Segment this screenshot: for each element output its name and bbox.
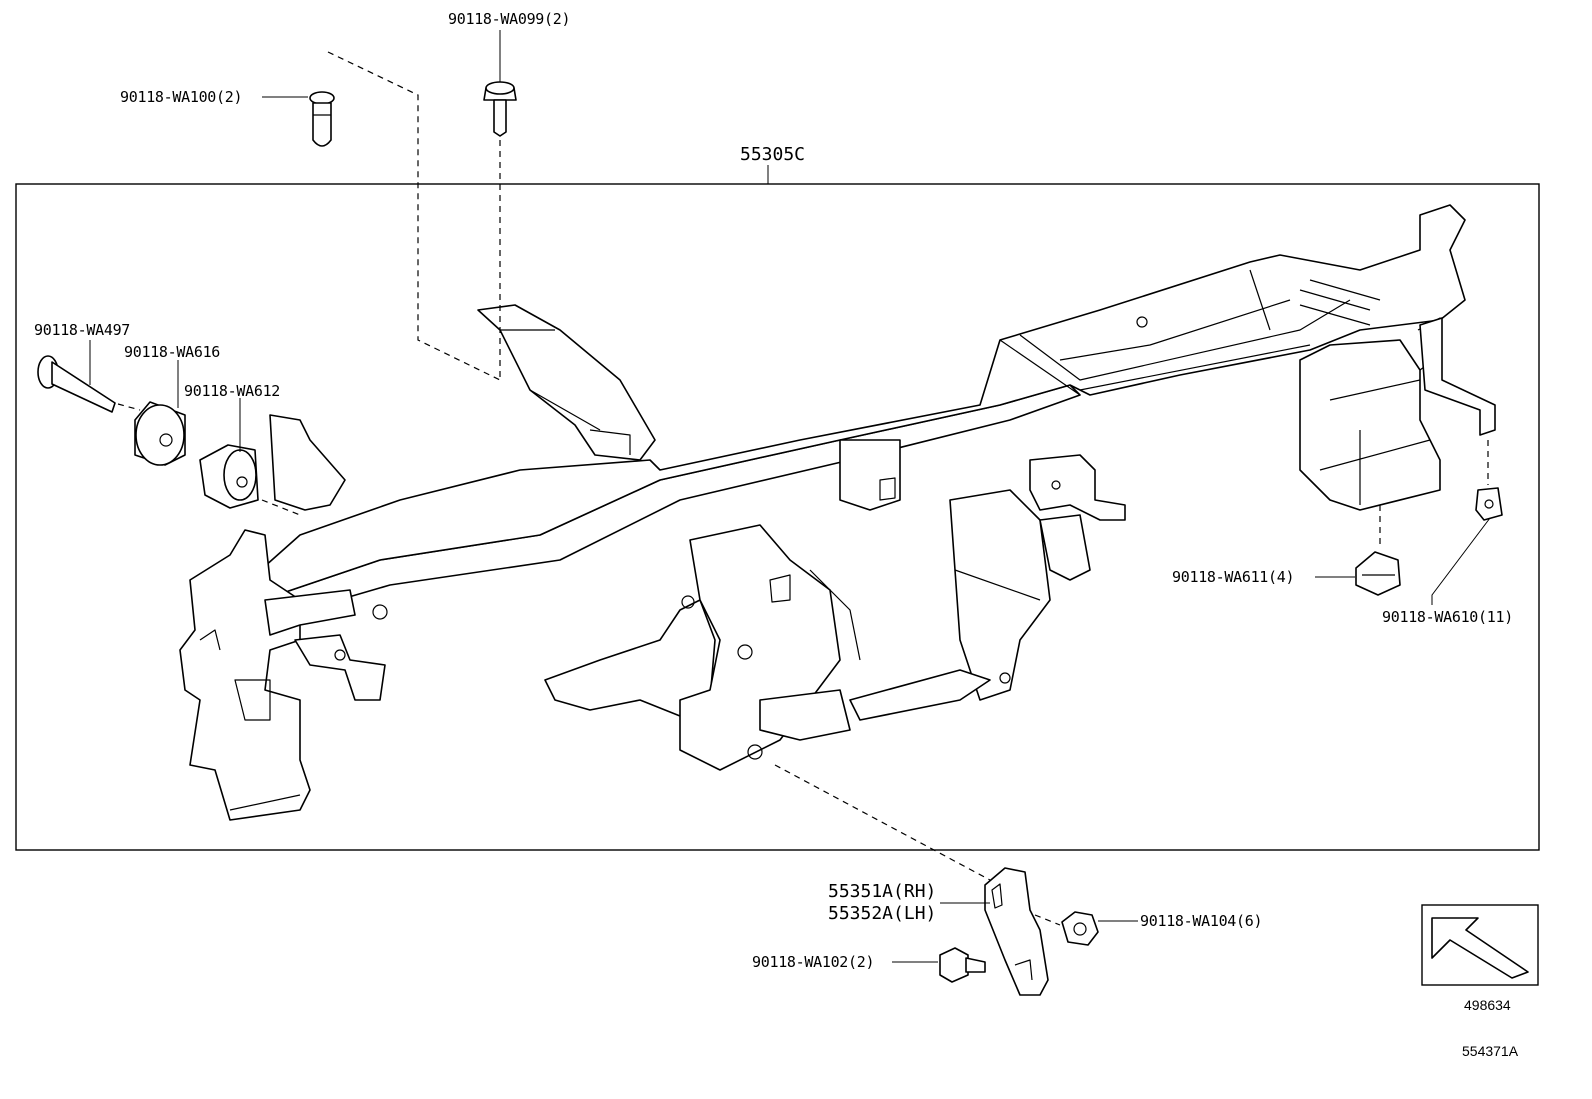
dashed-assembly-lines	[117, 51, 1489, 926]
nut-wa104[interactable]	[1061, 911, 1099, 946]
front-indicator	[1421, 904, 1539, 986]
bolt-wa497[interactable]	[37, 355, 116, 413]
label-wa104[interactable]: 90118-WA104(6)	[1140, 912, 1263, 930]
label-wa497[interactable]: 90118-WA497	[34, 321, 130, 339]
front-arrow-icon	[1431, 917, 1529, 979]
label-wa100[interactable]: 90118-WA100(2)	[120, 88, 243, 106]
label-wa612[interactable]: 90118-WA612	[184, 382, 280, 400]
drawing-number: 554371A	[1462, 1043, 1519, 1059]
cross-car-beam[interactable]	[179, 204, 1496, 821]
bushing-wa612[interactable]	[199, 444, 259, 509]
label-wa616[interactable]: 90118-WA616	[124, 343, 221, 361]
front-indicator-code: 498634	[1464, 997, 1511, 1013]
label-55305c[interactable]: 55305C	[740, 144, 805, 165]
clip-wa610[interactable]	[1475, 487, 1503, 521]
clip-nut-wa611[interactable]	[1355, 551, 1401, 596]
bolt-wa099[interactable]	[483, 81, 517, 137]
cushion-wa616[interactable]	[134, 401, 186, 466]
label-wa611[interactable]: 90118-WA611(4)	[1172, 568, 1295, 586]
label-wa099[interactable]: 90118-WA099(2)	[448, 10, 571, 28]
bracket-55351a-55352a[interactable]	[984, 867, 1049, 996]
label-wa610[interactable]: 90118-WA610(11)	[1382, 608, 1513, 626]
leader-wa610	[1431, 517, 1491, 605]
label-55352a[interactable]: 55352A(LH)	[828, 903, 936, 924]
label-55351a[interactable]: 55351A(RH)	[828, 881, 936, 902]
assembly-frame	[15, 183, 1540, 851]
clip-wa100[interactable]	[309, 91, 335, 147]
bolt-wa102[interactable]	[939, 947, 986, 983]
label-wa102[interactable]: 90118-WA102(2)	[752, 953, 875, 971]
